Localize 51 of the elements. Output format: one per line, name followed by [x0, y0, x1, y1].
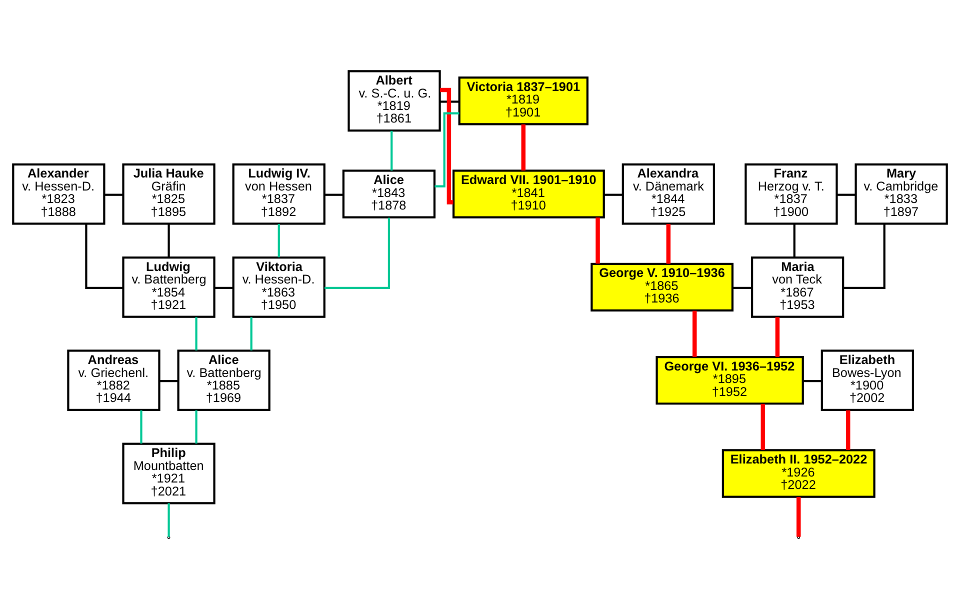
connector — [846, 410, 850, 450]
node-box: Alice v. Battenberg *1885 †1969 — [177, 350, 270, 412]
node-box: Ludwig v. Battenberg *1854 †1921 — [122, 256, 216, 318]
node-box: Alexandra v. Dänemark *1844 †1925 — [622, 163, 715, 225]
connector — [844, 224, 886, 289]
connector — [440, 88, 454, 204]
node-box: Victoria 1837–1901 *1819 †1901 — [458, 76, 588, 126]
connector — [195, 410, 198, 444]
connector — [521, 124, 526, 171]
node-box: Julia Hauke Gräfin *1825 †1895 — [122, 163, 216, 225]
connector — [168, 224, 170, 258]
connector — [775, 317, 780, 357]
connector — [140, 410, 142, 444]
connector — [278, 224, 280, 258]
connector — [104, 194, 124, 196]
node-box: Andreas v. Griechenl. *1882 †1944 — [67, 350, 160, 412]
connector — [604, 194, 623, 196]
node-box: Ludwig IV. von Hessen *1837 †1892 — [232, 163, 326, 225]
connector — [324, 194, 344, 196]
node-box: Mary v. Cambridge *1833 †1897 — [854, 163, 948, 225]
node-box: Franz Herzog v. T. *1837 †1900 — [744, 163, 838, 225]
node-box: Elizabeth II. 1952–2022 *1926 †2022 — [722, 449, 876, 498]
node-box: Edward VII. 1901–1910 *1841 †1910 — [452, 170, 605, 218]
connector — [760, 404, 766, 450]
connector — [793, 224, 796, 258]
node-box: Alexander v. Hessen-D. *1823 †1888 — [12, 163, 106, 225]
node-box: Maria von Teck *1867 †1953 — [751, 256, 844, 318]
node-box: Philip Mountbatten *1921 †2021 — [122, 442, 216, 504]
connector — [803, 380, 822, 382]
node-box: George VI. 1936–1952 *1895 †1952 — [656, 356, 804, 405]
connector — [596, 218, 600, 264]
node-box: Albert v. S.-C. u. G. *1819 †1861 — [348, 70, 441, 132]
connector — [324, 218, 390, 289]
connector — [732, 286, 752, 289]
connector — [195, 317, 198, 350]
connector — [390, 130, 393, 171]
node-box: Alice *1843 †1878 — [342, 170, 436, 218]
connector — [692, 310, 697, 357]
connector — [796, 496, 801, 537]
node-box: George V. 1910–1936 *1865 †1936 — [590, 262, 734, 312]
connector — [159, 380, 178, 382]
connector — [85, 224, 124, 289]
node-box: Viktoria v. Hessen-D. *1863 †1950 — [232, 256, 326, 318]
node-box: Elizabeth Bowes-Lyon *1900 †2002 — [820, 350, 914, 412]
connector — [440, 100, 460, 103]
connector — [434, 112, 460, 188]
connector — [250, 317, 252, 350]
connector — [666, 224, 671, 264]
connector — [836, 194, 856, 196]
connector — [214, 286, 234, 289]
connector — [168, 503, 170, 537]
